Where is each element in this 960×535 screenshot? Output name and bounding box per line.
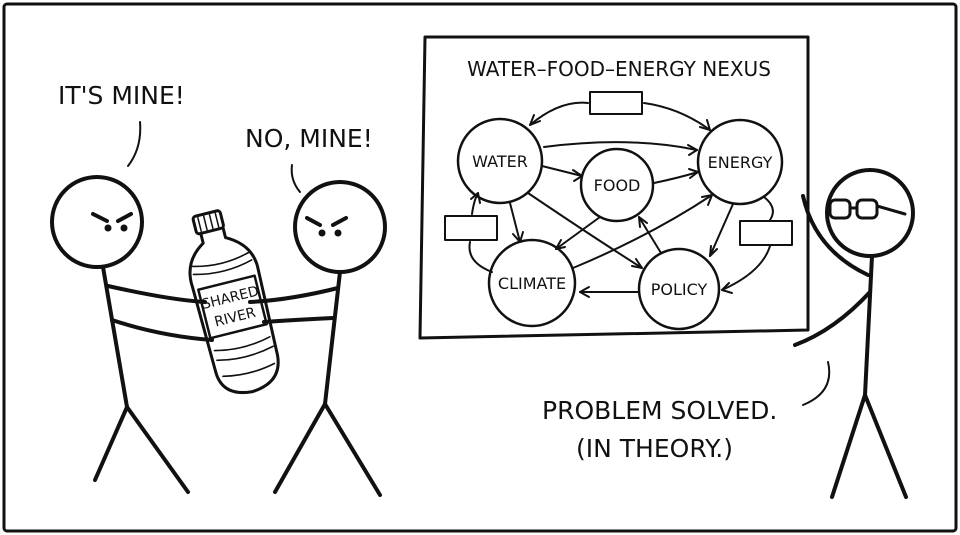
arrowhead [699, 119, 711, 131]
arrowhead [687, 144, 698, 156]
arrowhead [688, 168, 699, 179]
presenter-raised-arm [801, 194, 870, 277]
bottle-cap-ridges [197, 212, 220, 232]
arrowhead [721, 282, 733, 294]
left-figure-brow [91, 212, 133, 223]
right-figure-eye [318, 229, 326, 237]
bottle-body [188, 226, 280, 394]
node-policy-label: POLICY [651, 280, 708, 299]
left-figure-torso [101, 265, 129, 409]
node-food-circle [579, 147, 655, 223]
presenter-stick-figure [793, 168, 915, 499]
right-figure-legs [273, 402, 382, 497]
arrowhead [529, 114, 541, 126]
left-figure-legs [93, 405, 190, 494]
node-climate: CLIMATE [487, 238, 577, 328]
arrowhead [638, 216, 648, 228]
node-climate-circle [487, 238, 577, 328]
node-energy-label: ENERGY [708, 153, 773, 172]
arrowhead [470, 192, 481, 204]
left-figure-eye [120, 224, 128, 232]
arrow-climate-energy [572, 194, 713, 269]
right-stick-figure [248, 180, 387, 497]
presenter-speech-line2: (IN THEORY.) [576, 434, 733, 463]
nexus-arrows [468, 101, 774, 298]
left-figure-head [50, 175, 144, 269]
poster-title: WATER–FOOD–ENERGY NEXUS [467, 57, 771, 81]
presenter-lower-arm [793, 290, 872, 347]
glasses-icon [828, 198, 907, 220]
presenter-speech-line1: PROBLEM SOLVED. [542, 396, 777, 425]
arrowhead [512, 231, 524, 243]
node-water-label: WATER [472, 152, 528, 171]
node-policy-circle [637, 247, 721, 331]
bottle-ribs [191, 251, 276, 378]
arrow-food-energy [653, 171, 699, 184]
bottle-cap [191, 209, 225, 236]
arrowhead [701, 194, 713, 206]
node-water: WATER [456, 117, 544, 205]
node-water-circle [456, 117, 544, 205]
arrow-right-loop [721, 196, 774, 291]
poster-frame [418, 35, 810, 340]
presenter-torso [863, 254, 874, 397]
node-policy: POLICY [637, 247, 721, 331]
node-climate-label: CLIMATE [498, 274, 566, 293]
arrow-water-energy [543, 141, 698, 151]
right-figure-head [293, 180, 387, 274]
left-figure-arms [106, 284, 214, 342]
left-figure-eye [104, 224, 112, 232]
arrowhead [631, 258, 643, 269]
arrow-water-policy [527, 192, 643, 269]
arrow-top-arc [529, 101, 711, 131]
poster-blank-box-right [739, 220, 793, 246]
right-figure-brow [305, 216, 348, 227]
poster-blank-box-left [444, 215, 498, 241]
arrow-water-food [541, 165, 583, 177]
arrow-policy-food [638, 216, 662, 254]
arrow-left-loop [468, 192, 493, 273]
presenter-legs [830, 393, 908, 499]
arrowhead [579, 286, 590, 298]
left-speech-text: IT'S MINE! [58, 81, 185, 110]
nexus-poster: WATER–FOOD–ENERGY NEXUS WATER FOOD ENERG… [418, 35, 810, 340]
presenter-speech-tail [802, 361, 831, 406]
node-energy: ENERGY [696, 118, 784, 206]
arrow-water-climate [509, 202, 521, 243]
left-stick-figure [50, 175, 214, 494]
node-food-label: FOOD [594, 176, 641, 195]
left-speech-tail [127, 121, 142, 167]
right-figure-torso [323, 270, 342, 406]
arrow-energy-policy [709, 203, 734, 257]
right-speech-tail [290, 164, 301, 193]
arrowhead [572, 169, 583, 182]
bottle-label [197, 274, 268, 340]
poster-blank-box-top [589, 91, 643, 115]
arrow-food-climate [555, 216, 601, 250]
arrowhead [555, 239, 566, 250]
node-energy-circle [696, 118, 784, 206]
right-figure-eye [334, 229, 342, 237]
right-speech-text: NO, MINE! [245, 124, 373, 153]
node-food: FOOD [579, 147, 655, 223]
arrowhead [709, 245, 718, 257]
